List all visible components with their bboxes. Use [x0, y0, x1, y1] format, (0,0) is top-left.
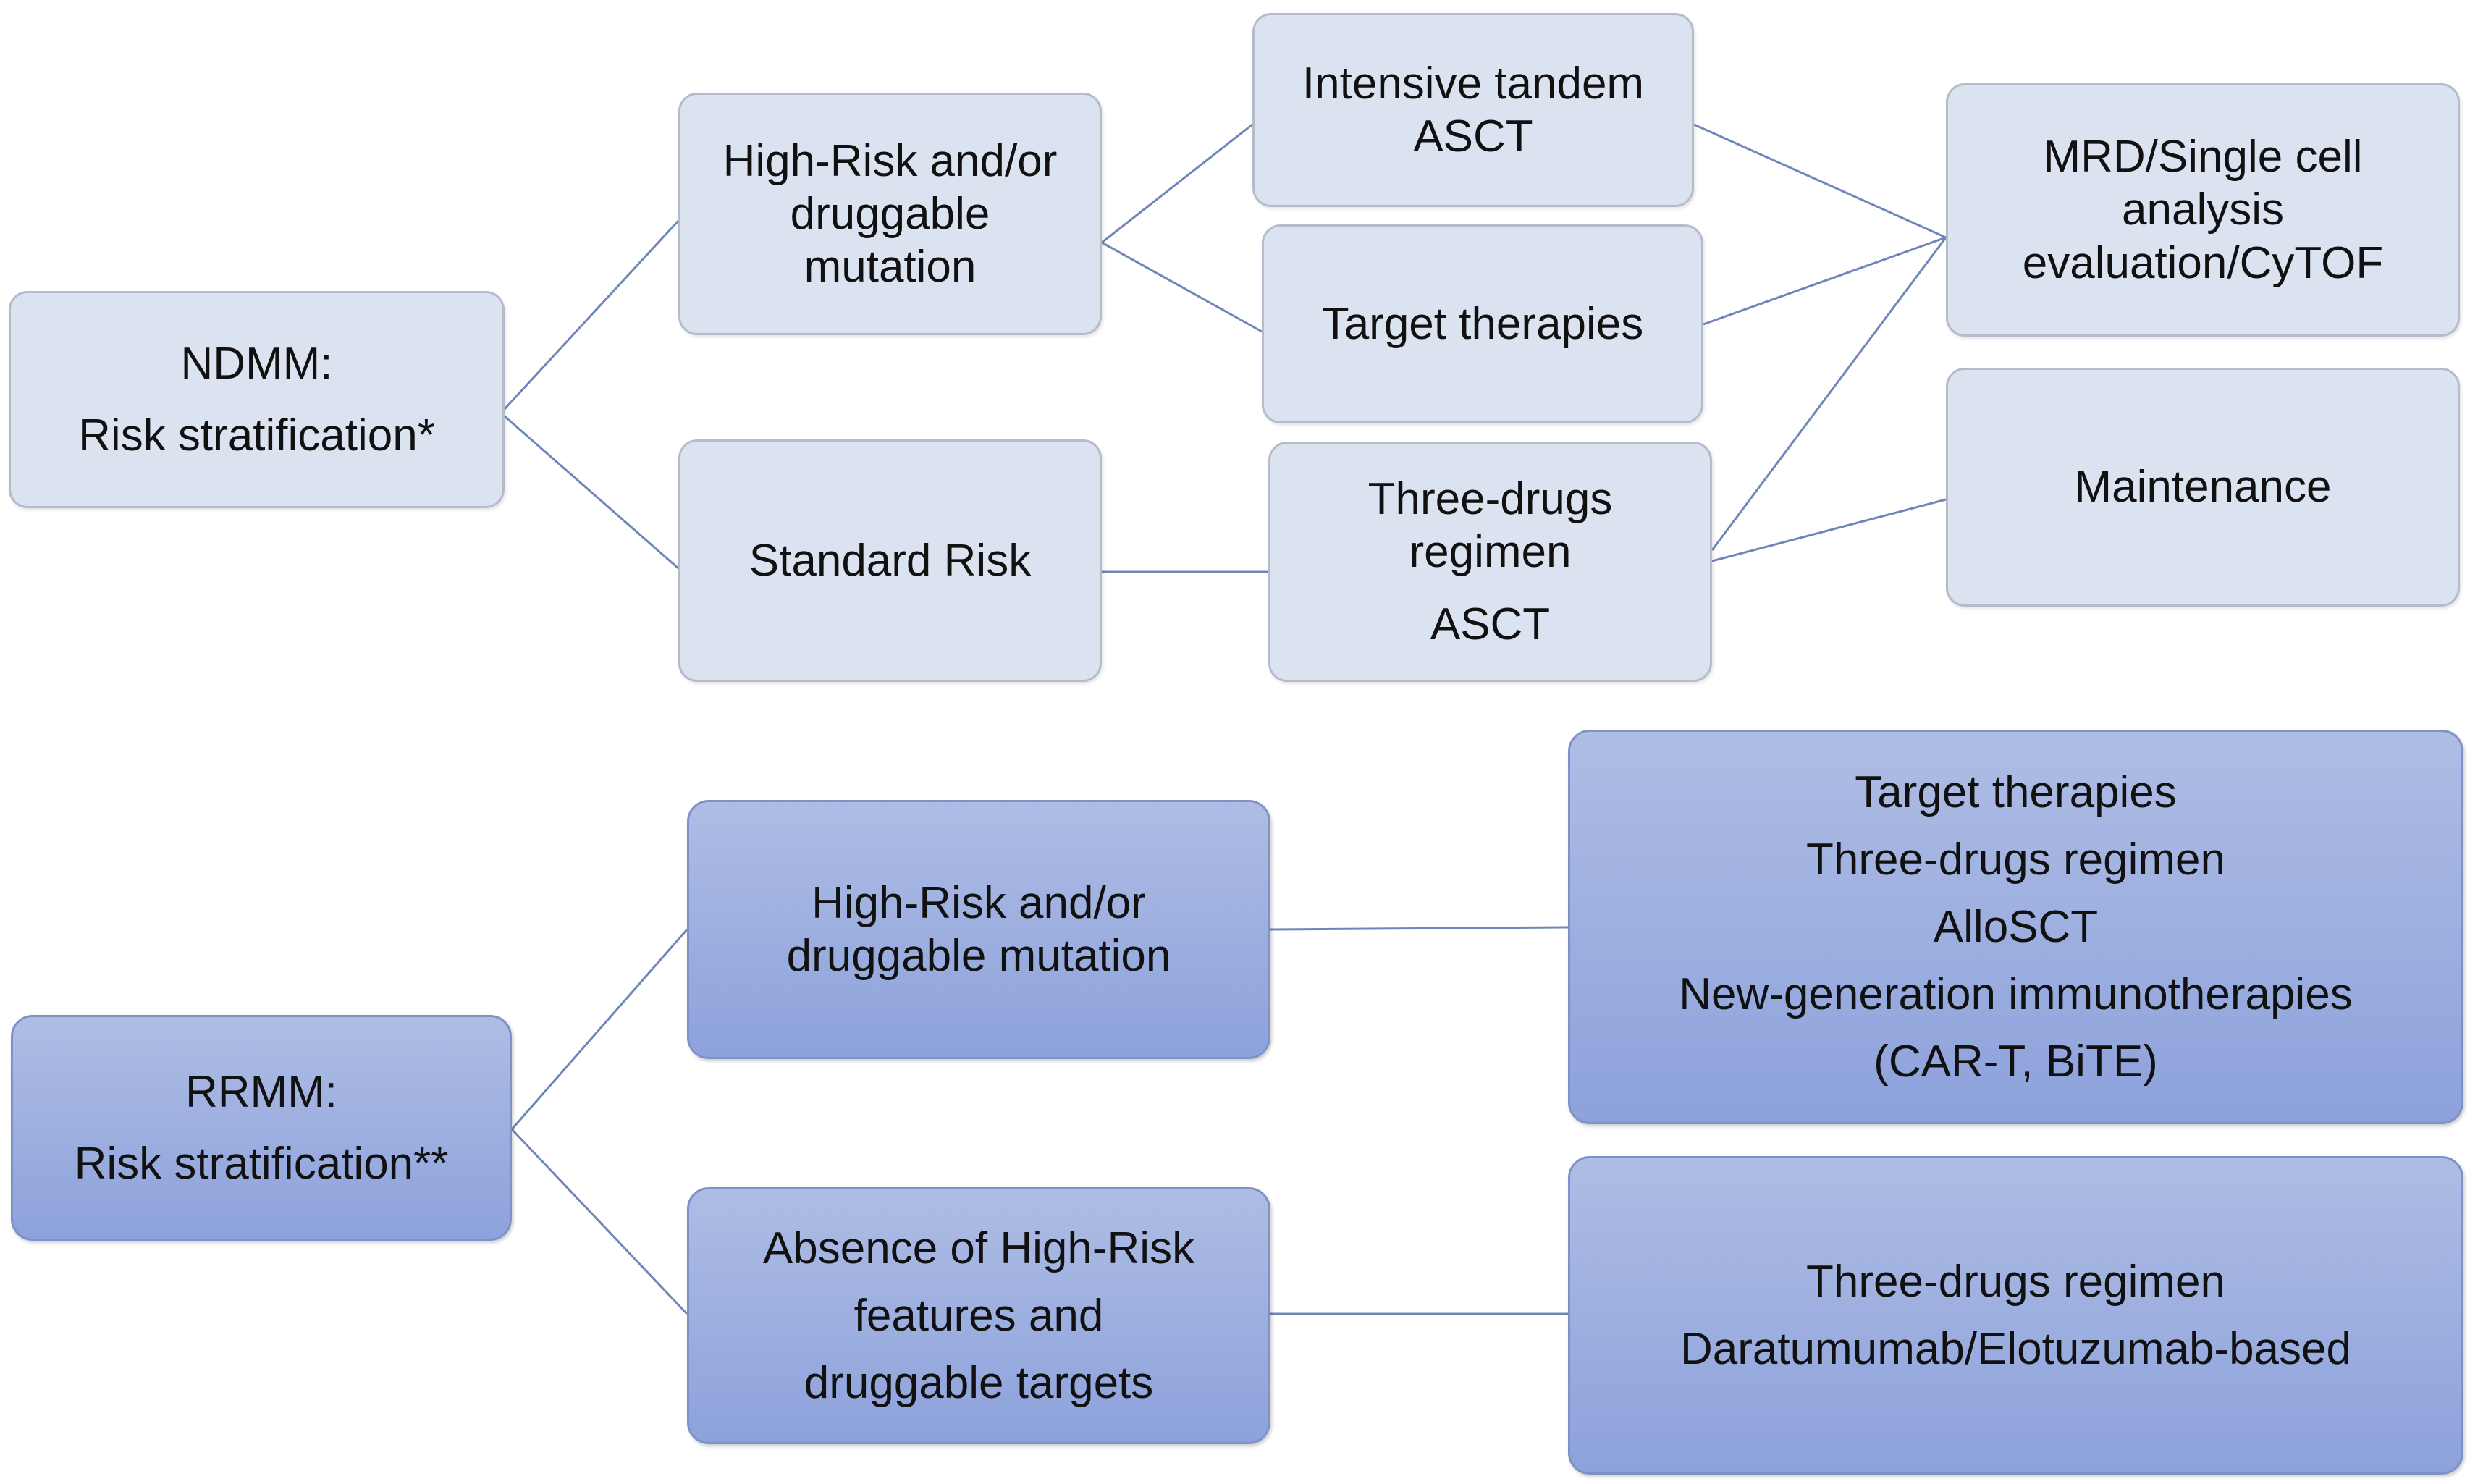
ndmm-standard-risk: Standard Risk: [678, 439, 1102, 682]
link-high-risk-target-therapies: [1101, 241, 1263, 333]
maintenance: Maintenance: [1946, 368, 2460, 607]
ndmm-risk-stratification: NDMM: Risk stratification*: [9, 291, 505, 508]
mrd-single-cell-analysis: MRD/Single cell analysis evaluation/CyTO…: [1946, 83, 2460, 337]
target-therapies: Target therapies: [1262, 224, 1703, 423]
link-rrmm-high-risk: [510, 929, 688, 1130]
link-intensive-asct-mrd: [1693, 123, 1947, 239]
link-three-drugs-mrd: [1711, 237, 1947, 551]
intensive-tandem-asct: Intensive tandem ASCT: [1252, 13, 1694, 207]
link-high-risk-intensive-asct: [1101, 123, 1253, 244]
link-three-drugs-maintenance: [1711, 498, 1947, 562]
rrmm-standard-treatments: Three-drugs regimen Daratumumab/Elotuzum…: [1568, 1156, 2463, 1475]
three-drugs-regimen-asct: Three-drugs regimen ASCT: [1268, 442, 1712, 682]
rrmm-risk-stratification: RRMM: Risk stratification**: [11, 1015, 512, 1241]
rrmm-high-risk: High-Risk and/or druggable mutation: [687, 800, 1270, 1059]
link-ndmm-standard-risk: [504, 415, 679, 570]
link-target-therapies-mrd: [1703, 236, 1947, 326]
link-high-risk-treatments: [1270, 926, 1569, 931]
rrmm-high-risk-treatments: Target therapies Three-drugs regimen All…: [1568, 730, 2463, 1124]
link-ndmm-high-risk: [503, 219, 680, 410]
link-rrmm-absence: [510, 1128, 688, 1315]
rrmm-absence-high-risk: Absence of High-Risk features and drugga…: [687, 1187, 1270, 1444]
ndmm-high-risk: High-Risk and/or druggable mutation: [678, 93, 1102, 335]
